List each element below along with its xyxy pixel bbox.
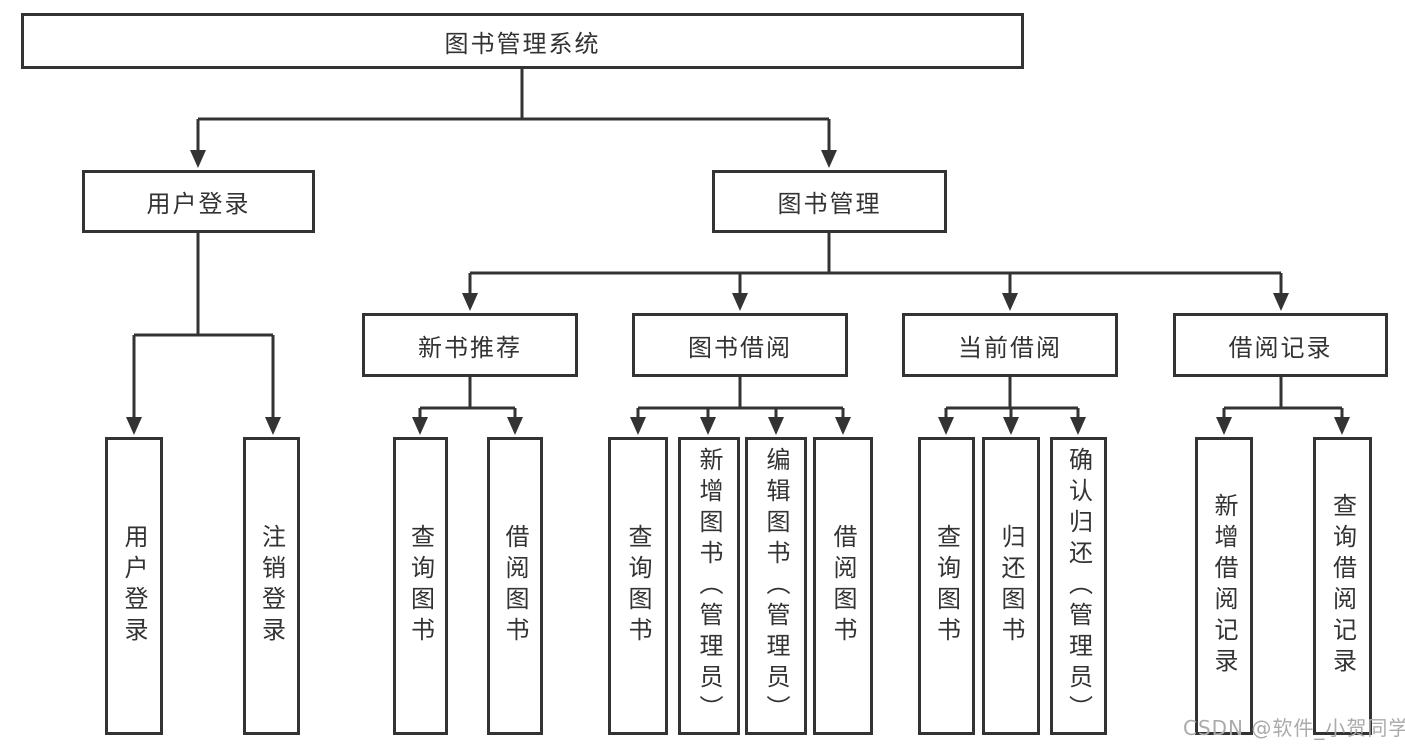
node-label: 确认归还（管理员） (1064, 446, 1093, 726)
node-label: 新书推荐 (418, 333, 522, 362)
node-label: 编辑图书（管理员） (762, 446, 790, 726)
leaf-current-confirm-return-admin: 确认归还（管理员） (1050, 437, 1107, 735)
leaf-user-login: 用户登录 (105, 437, 163, 735)
leaf-borrowing-edit-books-admin: 编辑图书（管理员） (745, 437, 807, 735)
csdn-watermark: CSDN @软件_小贺同学 (1183, 716, 1405, 740)
node-label: 新增借阅记录 (1210, 493, 1238, 679)
leaf-current-query-books: 查询图书 (918, 437, 975, 735)
leaf-borrowing-add-books-admin: 新增图书（管理员） (678, 437, 740, 735)
node-label: 归还图书 (997, 524, 1025, 648)
leaf-recommend-borrow-books: 借阅图书 (487, 437, 543, 735)
node-label: 注销登录 (257, 524, 286, 648)
leaf-logout-login: 注销登录 (243, 437, 300, 735)
leaf-records-query-borrow-record: 查询借阅记录 (1313, 437, 1372, 735)
node-borrowing-records: 借阅记录 (1173, 313, 1388, 377)
node-current-borrowing: 当前借阅 (902, 313, 1118, 377)
node-label: 借阅图书 (829, 524, 857, 648)
node-label: 用户登录 (146, 190, 251, 218)
node-book-management: 图书管理 (712, 170, 947, 233)
node-label: 图书管理系统 (444, 29, 601, 58)
node-label: 查询借阅记录 (1328, 493, 1357, 679)
leaf-borrowing-borrow-books: 借阅图书 (813, 437, 873, 735)
node-label: 借阅记录 (1228, 333, 1333, 362)
node-library-management-system: 图书管理系统 (21, 13, 1024, 69)
node-user-login: 用户登录 (82, 170, 315, 233)
leaf-borrowing-query-books: 查询图书 (608, 437, 668, 735)
node-label: 图书管理 (777, 190, 882, 218)
node-label: 新增图书（管理员） (695, 446, 723, 726)
node-label: 图书借阅 (688, 333, 792, 362)
leaf-recommend-query-books: 查询图书 (393, 437, 448, 735)
node-label: 当前借阅 (958, 333, 1062, 362)
node-label: 查询图书 (932, 524, 961, 648)
node-label: 用户登录 (120, 524, 148, 648)
node-label: 查询图书 (406, 524, 435, 648)
node-new-book-recommendation: 新书推荐 (362, 313, 578, 377)
node-label: 查询图书 (624, 524, 652, 648)
leaf-current-return-books: 归还图书 (982, 437, 1040, 735)
leaf-records-add-borrow-record: 新增借阅记录 (1195, 437, 1253, 735)
node-label: 借阅图书 (501, 524, 529, 648)
node-book-borrowing: 图书借阅 (632, 313, 848, 377)
